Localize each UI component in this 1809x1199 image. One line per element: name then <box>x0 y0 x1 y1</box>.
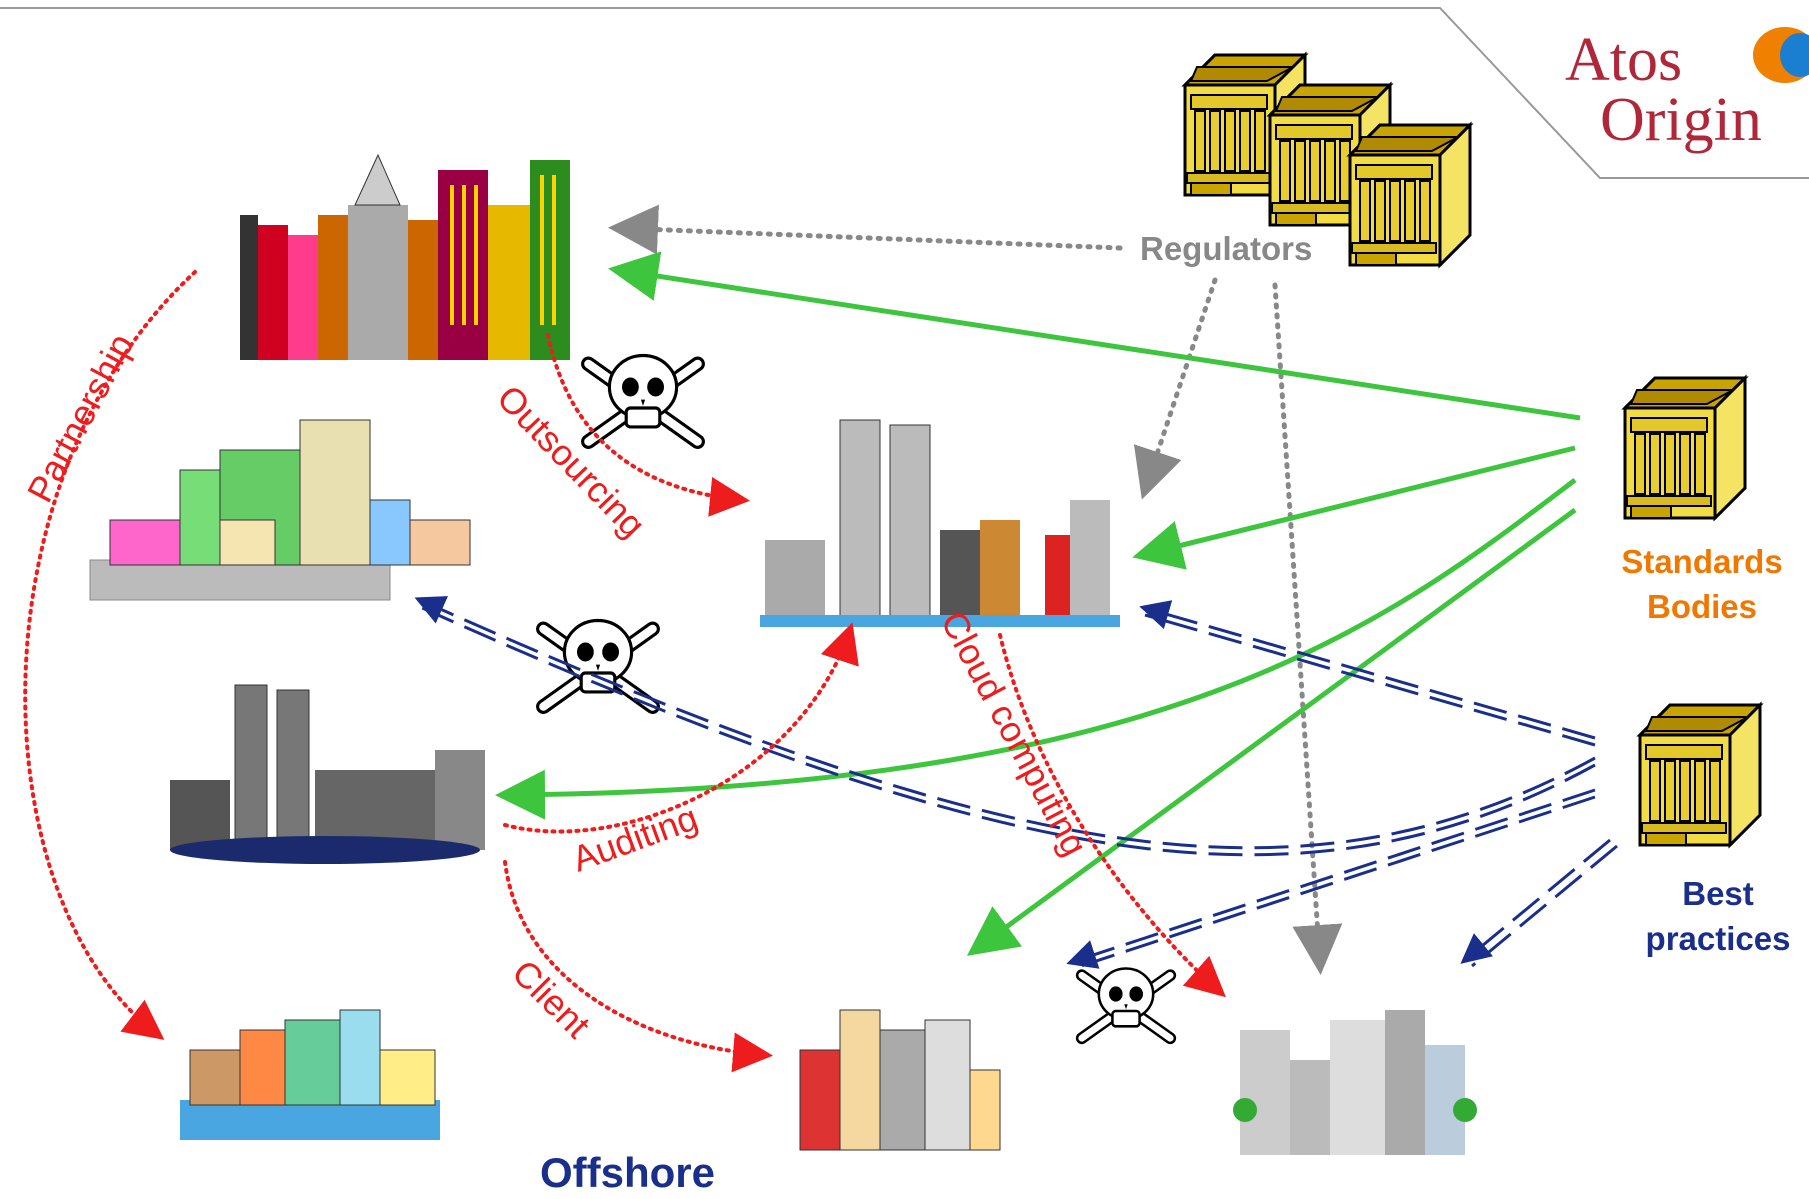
best-practices-label-1: Best <box>1682 875 1754 912</box>
atos-origin-logo: Atos Origin <box>1565 26 1809 154</box>
standards-arrow-center <box>1132 445 1576 570</box>
auditing-label: Auditing <box>567 796 703 879</box>
best-practices-arrow-left <box>419 605 1596 857</box>
offshore-label: Offshore <box>540 1149 715 1196</box>
standards-vault <box>1623 376 1747 520</box>
client-arrow <box>503 860 773 1073</box>
city-gray-offices <box>1233 1010 1477 1155</box>
cloud-computing-arrow <box>998 633 1226 998</box>
city-skyline-top <box>240 153 570 360</box>
skull-crossbones-icon <box>1082 969 1170 1039</box>
best-practices-arrow-right <box>1471 844 1618 968</box>
city-main-street <box>89 419 471 601</box>
city-twin-towers-left <box>170 684 485 864</box>
standards-arrow-left <box>495 478 1577 820</box>
logo-line1: Atos <box>1565 26 1682 94</box>
best-practices-arrow-left <box>414 596 1596 850</box>
city-waterfront <box>180 1009 440 1140</box>
regulator-vault-3 <box>1348 123 1472 267</box>
standards-bodies-label-2: Bodies <box>1647 588 1757 625</box>
auditing-arrow <box>503 622 859 834</box>
best-practices-arrow-offshore <box>1066 788 1596 969</box>
regulators-arrow-center <box>1133 277 1218 500</box>
regulators-arrow-top <box>608 204 1123 255</box>
logo-line2: Origin <box>1600 86 1762 154</box>
slide-frame <box>0 7 1809 179</box>
city-center <box>760 419 1120 627</box>
skull-crossbones-icon <box>588 356 697 442</box>
standards-arrow-top <box>608 251 1581 421</box>
city-offshore <box>799 1009 1001 1151</box>
standards-arrow-bottom <box>966 507 1577 956</box>
partnership-arrow <box>23 270 197 1040</box>
outsourcing-arrow <box>546 333 750 517</box>
best-practices-arrow-center <box>1144 613 1596 747</box>
best-practices-arrow-right <box>1460 838 1611 964</box>
best-practices-arrow-center <box>1139 600 1596 740</box>
partnership-label: Partnership <box>19 327 142 509</box>
best-practices-label-2: practices <box>1646 920 1791 957</box>
regulators-label: Regulators <box>1140 230 1312 267</box>
client-label: Client <box>504 952 598 1046</box>
regulators-arrow-bottom <box>1272 282 1343 975</box>
best-practices-vault <box>1638 703 1762 847</box>
standards-bodies-label-1: Standards <box>1621 543 1782 580</box>
